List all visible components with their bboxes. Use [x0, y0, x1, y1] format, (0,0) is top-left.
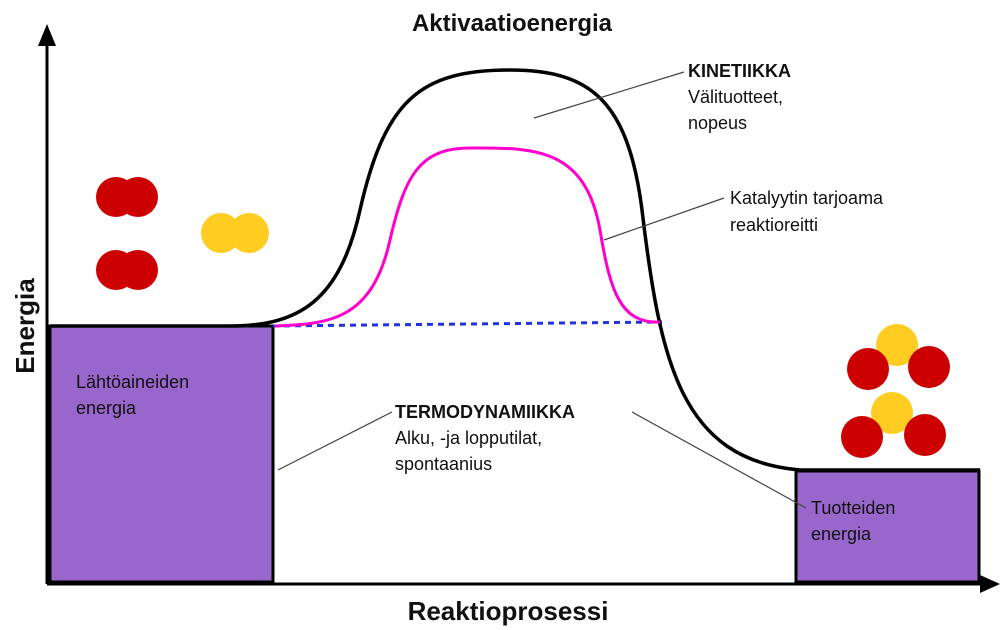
reactant-molecules — [96, 177, 269, 290]
catalyst-line1: Katalyytin tarjoama — [730, 188, 884, 208]
product-molecule-bottom — [841, 392, 946, 458]
reactant-energy-label-line2: energia — [76, 398, 137, 418]
product-molecules — [841, 324, 950, 458]
thermodynamics-leader-line-left — [278, 412, 392, 470]
diagram-title: Aktivaatioenergia — [412, 10, 613, 37]
reactant-energy-box — [50, 326, 273, 582]
thermodynamics-line1: Alku, -ja lopputilat, — [395, 428, 542, 448]
thermodynamics-heading: TERMODYNAMIIKKA — [395, 402, 575, 422]
red-diatomic-molecule-top — [96, 177, 158, 217]
red-diatomic-molecule-bottom — [96, 250, 158, 290]
catalyst-leader-line — [604, 198, 724, 240]
x-axis-label: Reaktioprosessi — [408, 596, 609, 626]
catalyzed-reaction-path — [275, 148, 660, 326]
product-energy-label-line1: Tuotteiden — [811, 498, 895, 518]
thermodynamics-line2: spontaanius — [395, 454, 492, 474]
thermodynamics-leader-line-right — [632, 412, 806, 508]
kinetics-heading: KINETIIKKA — [688, 61, 791, 81]
yellow-diatomic-molecule — [201, 213, 269, 253]
catalyst-line2: reaktioreitti — [730, 215, 818, 235]
product-energy-label-line2: energia — [811, 524, 872, 544]
kinetics-line1: Välituotteet, — [688, 87, 783, 107]
x-axis-arrow — [980, 575, 1000, 593]
product-molecule-top — [847, 324, 950, 390]
reactant-level-reference-line — [273, 322, 662, 326]
kinetics-line2: nopeus — [688, 113, 747, 133]
y-axis-label: Energia — [10, 278, 40, 374]
y-axis-arrow — [38, 24, 56, 46]
reactant-energy-label-line1: Lähtöaineiden — [76, 372, 189, 392]
